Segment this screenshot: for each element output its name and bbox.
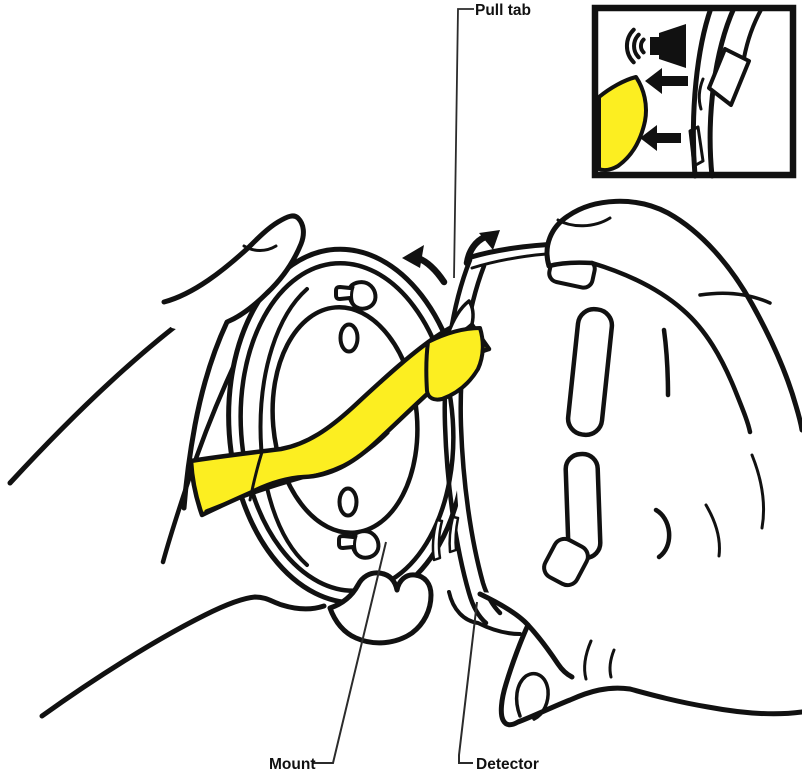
detector-right-edge-upper (661, 327, 671, 398)
detector-vent-slot-mid (565, 306, 615, 438)
mount-label: Mount (269, 756, 315, 773)
rotation-arrows (402, 230, 500, 286)
right-finger-inner-edge (589, 260, 753, 435)
inset-detail-box (591, 4, 797, 179)
detector-body-fill (456, 243, 685, 650)
right-fingertip-nail-line (556, 216, 612, 228)
mount-screw-hole-bottom-lip (338, 491, 343, 513)
detector-leader-line (458, 601, 478, 764)
right-hand (477, 198, 802, 728)
detector-front-sliver-1 (431, 518, 444, 562)
pull-tab-fold-line (248, 450, 264, 502)
curved-arrow-clockwise-head (479, 230, 500, 250)
curved-arrow-counterclockwise-icon (414, 254, 448, 286)
thumbnail (514, 671, 550, 721)
pull-tab-tip (424, 326, 485, 402)
arrow-left-icon (640, 125, 681, 151)
right-finger-crease (698, 291, 772, 305)
right-finger-top-contour (544, 198, 802, 433)
inset-detail-curl (697, 77, 705, 111)
mount-rim-step-arc (258, 287, 309, 567)
callouts: Pull tab Mount Detector (269, 2, 539, 773)
inset-vent-slot-diamond (707, 47, 751, 107)
mount-keyhole-slot-top-detail (350, 285, 356, 308)
left-fingertip-outline (161, 213, 306, 511)
pull-tab (188, 299, 492, 518)
detector-right-edge-nub (653, 507, 672, 560)
detector-label: Detector (476, 756, 539, 773)
palm-crease-2 (704, 503, 721, 558)
mount-screw-hole-top-lip (339, 327, 344, 349)
pull-tab-leader-line (453, 8, 474, 279)
left-bottom-fingers (327, 570, 434, 646)
inset-detector-edge (688, 5, 764, 179)
inset-vent-slot-sliver (688, 125, 705, 168)
mount-leader-line (313, 541, 387, 764)
alarm-sound-icon (624, 24, 686, 68)
pull-tab-edge-thickness-1 (204, 476, 304, 513)
palm-crease-1 (750, 453, 766, 530)
pull-tab-edge-thickness-2 (310, 431, 390, 478)
pull-tab-label: Pull tab (475, 2, 531, 19)
right-fingertip-press-line (546, 260, 595, 269)
inset-pull-tab (597, 75, 648, 172)
sound-wave-arc-1 (638, 37, 646, 55)
left-fingertip-nail-line (242, 244, 278, 252)
curved-arrow-clockwise-icon (463, 233, 489, 267)
detector-front-sliver-2 (448, 515, 460, 554)
left-hand-lower-contour (39, 594, 327, 719)
arrow-left-icon (645, 68, 688, 94)
sound-wave-arc-3 (624, 27, 636, 65)
mount-keyhole-slot-bottom-detail (353, 534, 359, 557)
thumb-knuckle-crease-2 (608, 648, 616, 679)
inset-detector-rim-3 (742, 6, 764, 60)
left-index-fingertip (161, 213, 306, 511)
speaker-horn (650, 24, 686, 68)
curved-arrow-counterclockwise-head (402, 245, 424, 268)
detector-vent-slot-bottom (542, 536, 590, 588)
thumb-knuckle-crease-1 (583, 639, 593, 681)
detector-rim-bottom (447, 590, 522, 636)
left-fingertip-fill (163, 215, 304, 331)
sound-wave-arc-2 (632, 32, 641, 60)
right-hand-fill (479, 201, 802, 723)
thumb-and-hand-bottom-contour (498, 622, 802, 728)
thumb-top-boundary (477, 591, 575, 680)
